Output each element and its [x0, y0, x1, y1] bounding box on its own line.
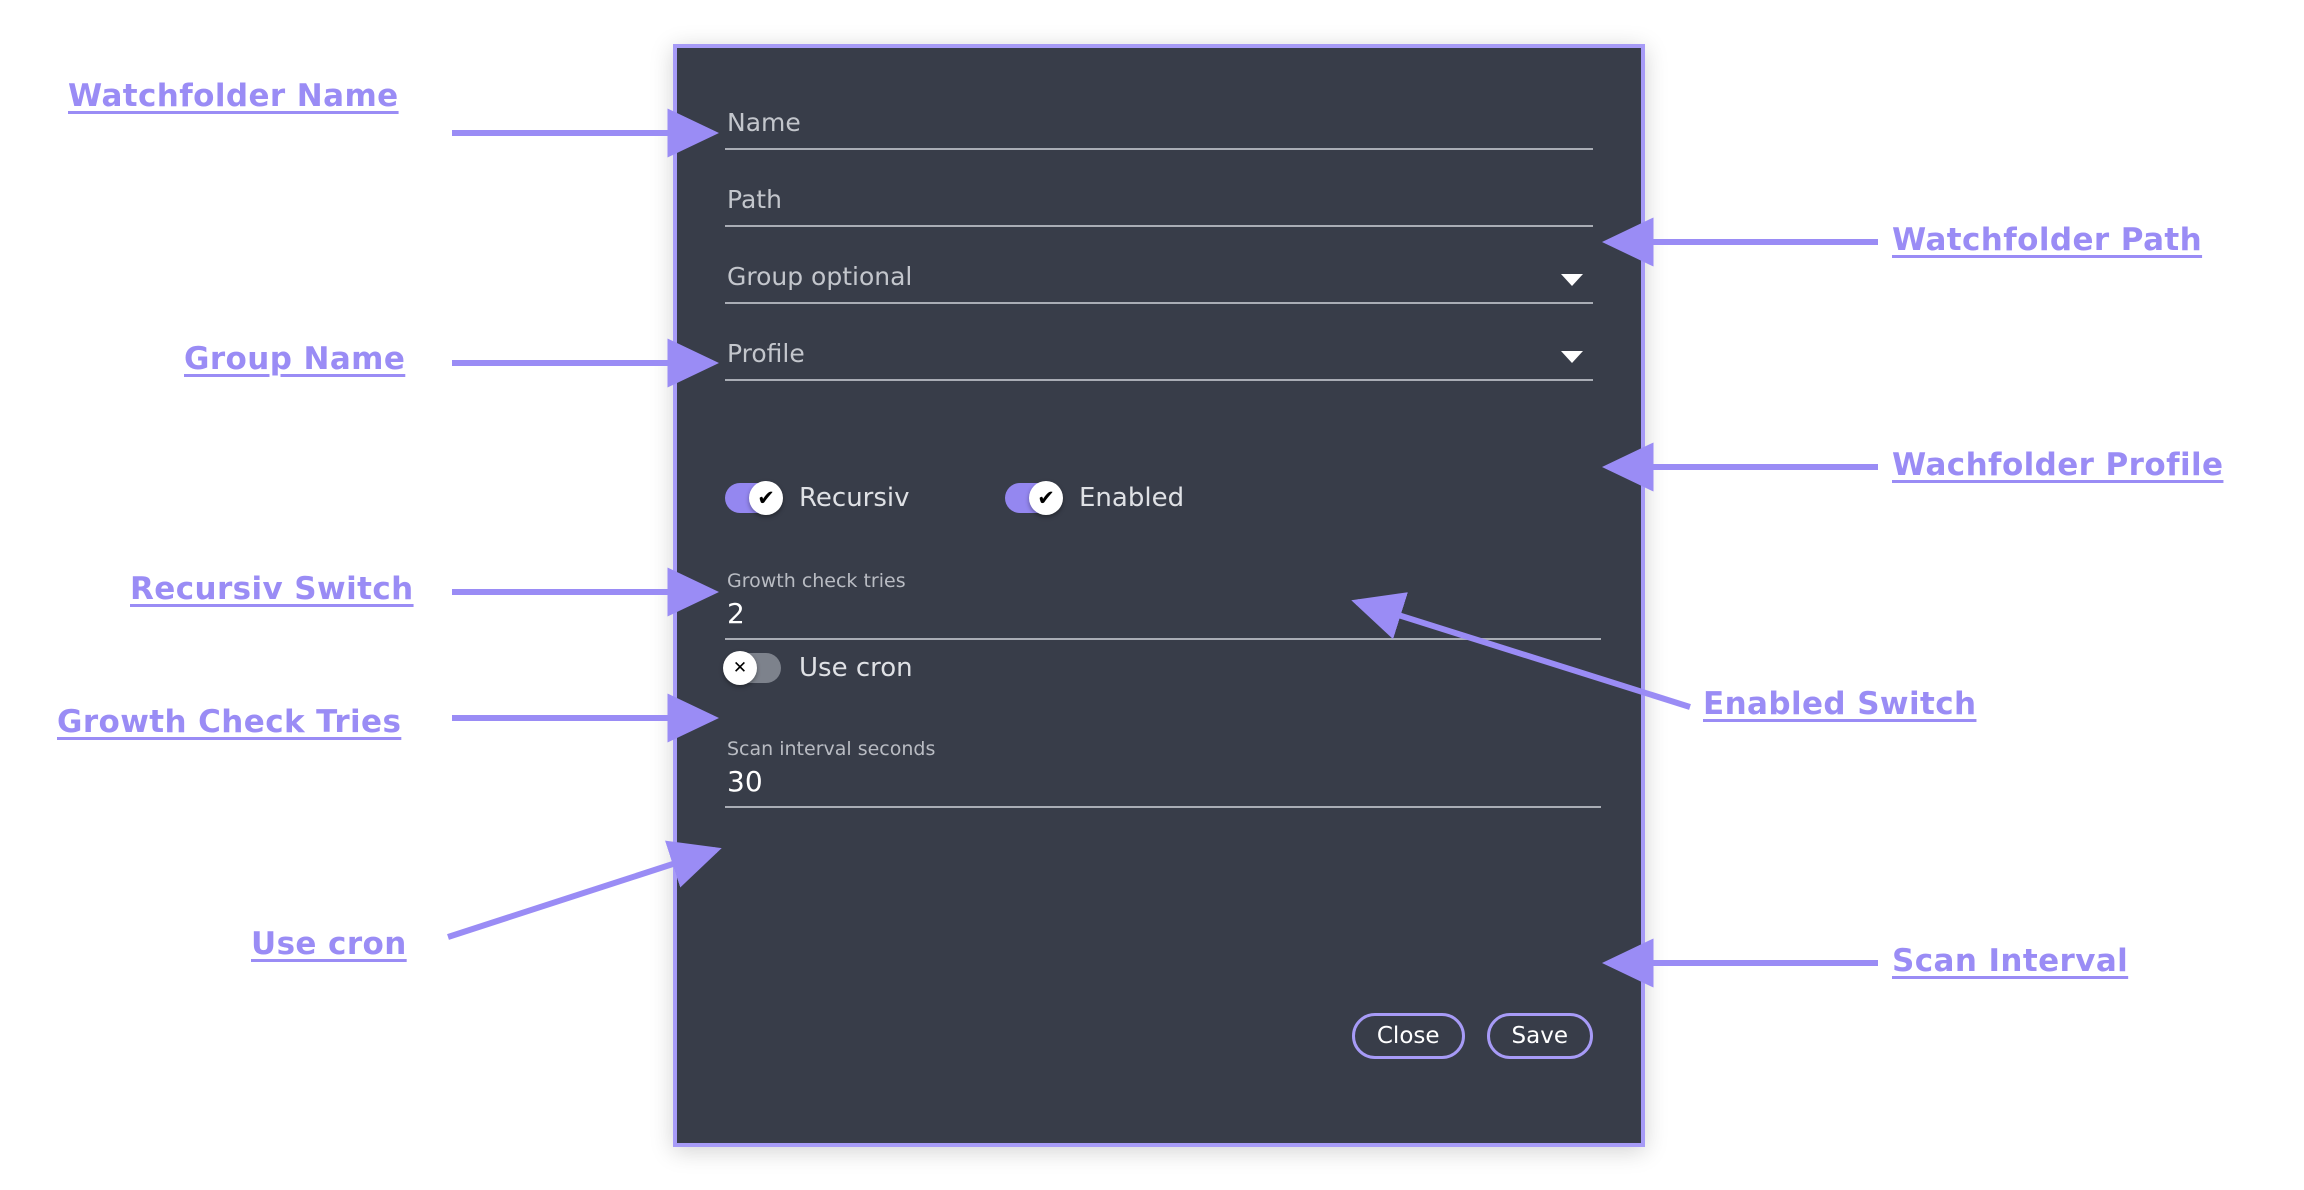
use-cron-switch-row[interactable]: ✕ Use cron — [723, 651, 913, 685]
annotation-wachfolder-profile: Wachfolder Profile — [1892, 447, 2224, 483]
use-cron-toggle[interactable]: ✕ — [723, 651, 781, 685]
name-field[interactable]: Name — [725, 96, 1593, 150]
recursiv-switch-row[interactable]: ✔ Recursiv — [725, 481, 910, 515]
group-select[interactable]: Group optional — [725, 250, 1593, 304]
growth-check-tries-value: 2 — [727, 597, 745, 630]
scan-interval-value: 30 — [727, 765, 763, 798]
enabled-toggle[interactable]: ✔ — [1005, 481, 1063, 515]
scan-interval-label: Scan interval seconds — [727, 738, 936, 760]
growth-check-tries-field[interactable]: Growth check tries 2 — [725, 570, 1601, 640]
dialog-body: Name Path Group optional Profile ✔ — [677, 48, 1641, 1143]
chevron-down-icon[interactable] — [1561, 351, 1583, 363]
annotation-use-cron: Use cron — [251, 926, 407, 962]
name-field-placeholder: Name — [727, 108, 801, 137]
profile-select[interactable]: Profile — [725, 327, 1593, 381]
chevron-down-icon[interactable] — [1561, 274, 1583, 286]
check-icon: ✔ — [1029, 481, 1063, 515]
growth-check-tries-label: Growth check tries — [727, 570, 906, 592]
annotation-recursiv-switch: Recursiv Switch — [130, 571, 414, 607]
scan-interval-field[interactable]: Scan interval seconds 30 — [725, 738, 1601, 808]
dialog-footer: Close Save — [1351, 1013, 1593, 1059]
profile-select-placeholder: Profile — [727, 339, 805, 368]
annotation-group-name: Group Name — [184, 341, 406, 377]
enabled-label: Enabled — [1079, 483, 1185, 513]
annotation-scan-interval: Scan Interval — [1892, 943, 2129, 979]
recursiv-label: Recursiv — [799, 483, 910, 513]
annotation-enabled-switch: Enabled Switch — [1703, 686, 1977, 722]
save-button[interactable]: Save — [1486, 1013, 1593, 1059]
annotation-watchfolder-path: Watchfolder Path — [1892, 222, 2203, 258]
annotation-growth-check-tries: Growth Check Tries — [57, 704, 402, 740]
path-field[interactable]: Path — [725, 173, 1593, 227]
close-icon: ✕ — [723, 651, 757, 685]
check-icon: ✔ — [749, 481, 783, 515]
enabled-switch-row[interactable]: ✔ Enabled — [1005, 481, 1185, 515]
close-button[interactable]: Close — [1351, 1013, 1465, 1059]
annotation-watchfolder-name: Watchfolder Name — [68, 78, 399, 114]
path-field-placeholder: Path — [727, 185, 782, 214]
watchfolder-dialog: Name Path Group optional Profile ✔ — [673, 44, 1645, 1147]
use-cron-label: Use cron — [799, 653, 913, 683]
group-select-placeholder: Group optional — [727, 262, 913, 291]
recursiv-toggle[interactable]: ✔ — [725, 481, 783, 515]
